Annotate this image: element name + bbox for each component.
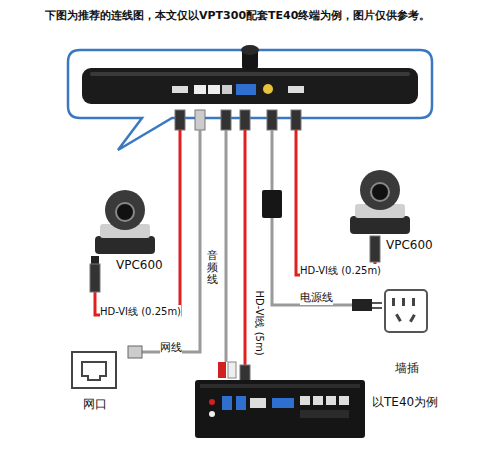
cable-label: HD-VI线 (0.25m): [100, 305, 181, 319]
network-port-node: 网口: [66, 346, 122, 412]
label-wrap: HD-VI线 (0.25m): [100, 300, 181, 319]
terminal-device: [195, 362, 365, 438]
panel-unit: [82, 45, 418, 104]
camera-label-node: VPC600: [85, 196, 165, 276]
cable-label: HD-VI线 (0.25m): [300, 264, 381, 278]
terminal-node: 以TE40为例: [195, 372, 445, 447]
diagram-title: 下图为推荐的连线图，本文仅以VPT300配套TE40终端为例，图片仅供参考。: [45, 8, 430, 23]
node-label: 墙插: [394, 360, 420, 377]
cable-label: 网线: [160, 340, 182, 355]
network-port-icon: [72, 346, 142, 388]
power-adapter: [262, 190, 282, 218]
label-wrap: 网线: [160, 336, 182, 355]
camera-illustration: [90, 190, 155, 292]
wall-socket-icon: [352, 290, 427, 332]
wall-socket-node: 墙插: [380, 286, 432, 380]
label-wrap: HD-VI线 (5m): [226, 311, 291, 330]
label-wrap: HD-VI线 (0.25m): [300, 259, 381, 278]
label-wrap: 音频线: [207, 250, 218, 286]
label-wrap: 电源线: [300, 286, 333, 305]
cable-label: HD-VI线 (5m): [252, 290, 266, 355]
cable-plugs: [175, 110, 301, 130]
title-wrap: 下图为推荐的连线图，本文仅以VPT300配套TE40终端为例，图片仅供参考。: [45, 4, 430, 23]
node-label: 以TE40为例: [371, 394, 439, 411]
node-label: 网口: [82, 396, 108, 413]
cables: [95, 130, 375, 365]
cable-label: 电源线: [300, 290, 333, 305]
node-label: VPC600: [385, 238, 434, 252]
camera-label-node: VPC600: [345, 168, 436, 253]
node-label: VPC600: [115, 258, 164, 272]
cable-label: 音频线: [207, 250, 218, 286]
